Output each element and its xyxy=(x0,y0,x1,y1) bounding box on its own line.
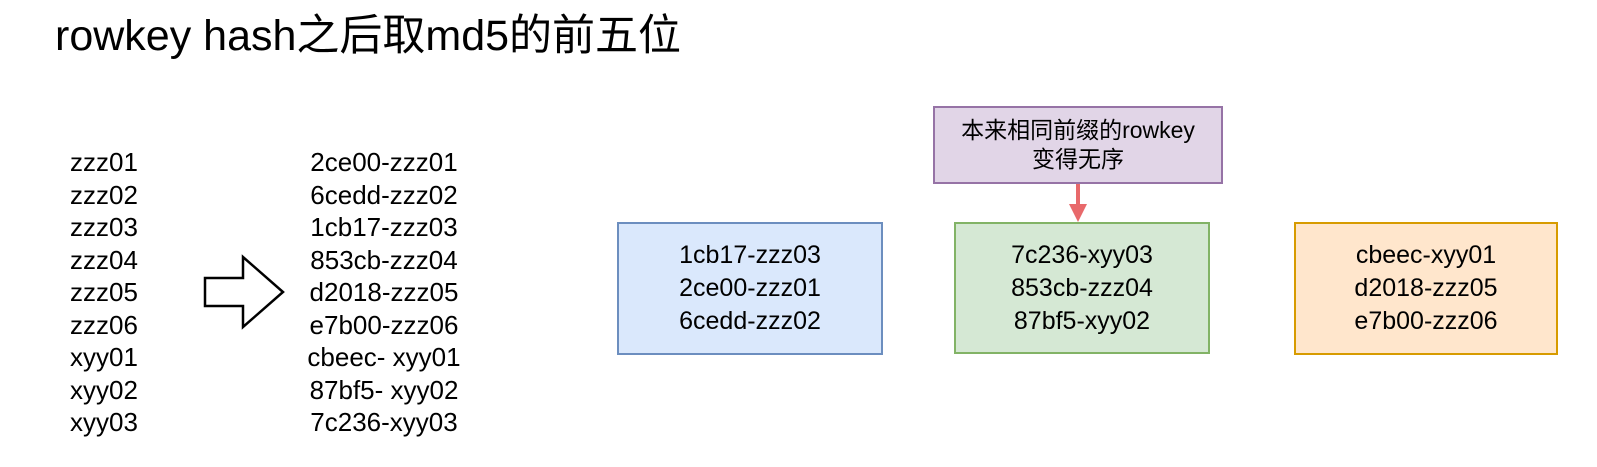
original-rowkey: xyy02 xyxy=(70,374,138,405)
partition-item: 2ce00-zzz01 xyxy=(679,274,821,302)
partition-box-orange: cbeec-xyy01 d2018-zzz05 e7b00-zzz06 xyxy=(1294,222,1558,355)
annotation-line-2: 变得无序 xyxy=(1032,146,1124,172)
original-rowkey: zzz05 xyxy=(70,277,138,307)
hashed-rowkey: 1cb17-zzz03 xyxy=(310,212,458,242)
original-rowkey: zzz03 xyxy=(70,212,138,242)
partition-box-blue: 1cb17-zzz03 2ce00-zzz01 6cedd-zzz02 xyxy=(617,222,883,355)
hashed-rowkey: 87bf5- xyy02 xyxy=(309,374,459,405)
partition-item: 7c236-xyy03 xyxy=(1011,240,1153,269)
original-rowkey: zzz01 xyxy=(70,147,138,177)
original-rowkey: zzz02 xyxy=(70,179,138,210)
annotation-arrow-icon xyxy=(1069,184,1087,222)
annotation-line-1: 本来相同前缀的rowkey xyxy=(961,117,1195,143)
hashed-rowkey: 853cb-zzz04 xyxy=(310,244,458,275)
annotation-box: 本来相同前缀的rowkey 变得无序 xyxy=(933,106,1223,184)
hashed-rowkey: e7b00-zzz06 xyxy=(309,309,459,340)
partition-item: e7b00-zzz06 xyxy=(1354,307,1498,335)
partition-box-green: 7c236-xyy03 853cb-zzz04 87bf5-xyy02 xyxy=(954,222,1210,354)
transform-arrow-icon xyxy=(203,254,285,330)
hashed-rowkey: 6cedd-zzz02 xyxy=(310,179,458,210)
partition-item: 1cb17-zzz03 xyxy=(679,241,821,269)
partition-item: 6cedd-zzz02 xyxy=(679,307,821,335)
hashed-rowkey: d2018-zzz05 xyxy=(309,277,459,307)
partition-item: 853cb-zzz04 xyxy=(1011,273,1153,302)
partition-item: d2018-zzz05 xyxy=(1354,274,1498,302)
hashed-rowkey: 7c236-xyy03 xyxy=(310,407,458,437)
original-rowkey: xyy03 xyxy=(70,407,138,437)
original-rowkey-list: zzz01 zzz02 zzz03 zzz04 zzz05 zzz06 xyy0… xyxy=(70,146,138,439)
hashed-rowkey: cbeec- xyy01 xyxy=(307,342,461,372)
hashed-rowkey-list: 2ce00-zzz01 6cedd-zzz02 1cb17-zzz03 853c… xyxy=(278,146,490,439)
partition-item: cbeec-xyy01 xyxy=(1355,241,1497,269)
diagram-title: rowkey hash之后取md5的前五位 xyxy=(55,12,682,60)
original-rowkey: zzz06 xyxy=(70,309,138,340)
original-rowkey: xyy01 xyxy=(70,342,138,372)
hashed-rowkey: 2ce00-zzz01 xyxy=(310,147,458,177)
original-rowkey: zzz04 xyxy=(70,244,138,275)
partition-item: 87bf5-xyy02 xyxy=(1013,306,1151,335)
